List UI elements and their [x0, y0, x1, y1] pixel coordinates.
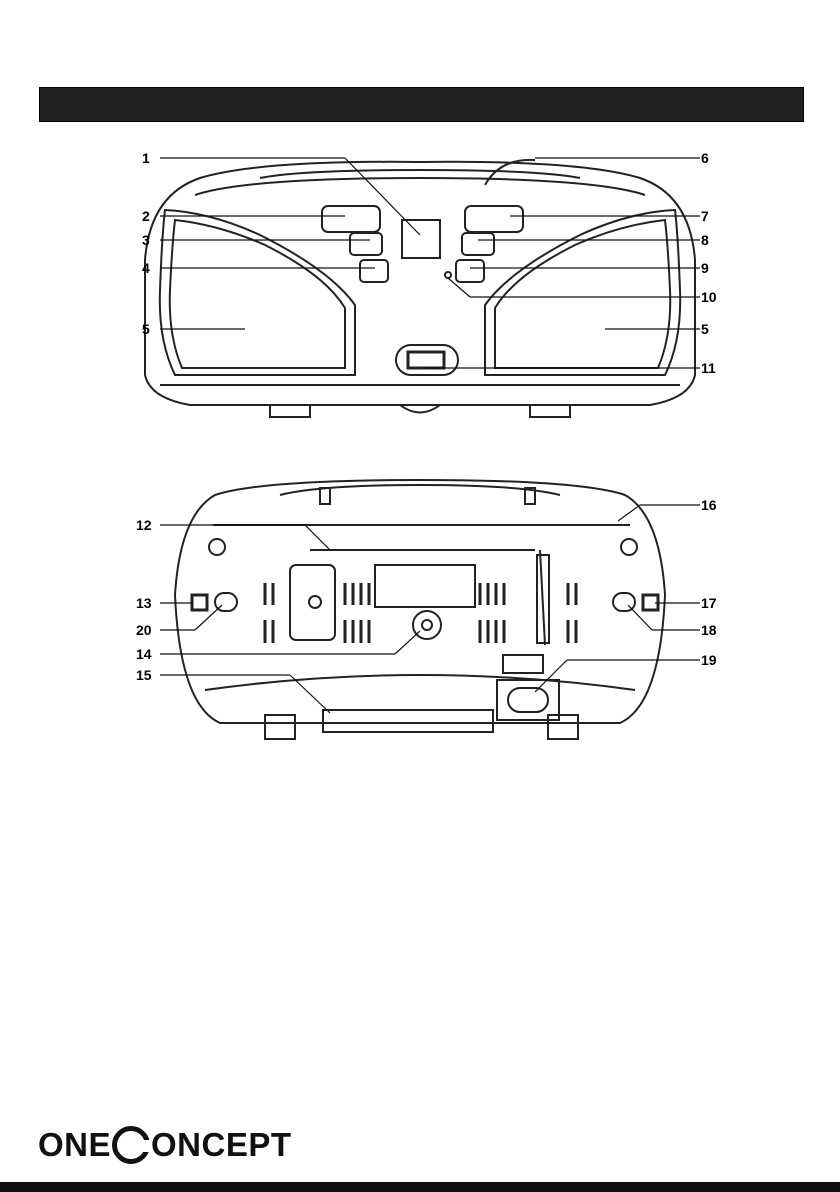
- callout-4: 4: [142, 260, 150, 276]
- callout-15: 15: [136, 667, 152, 683]
- footer-bar: [0, 1182, 840, 1192]
- callout-9: 9: [701, 260, 709, 276]
- callout-17: 17: [701, 595, 717, 611]
- callout-11: 11: [701, 360, 716, 376]
- callout-10: 10: [701, 289, 717, 305]
- callout-12: 12: [136, 517, 152, 533]
- back-view-diagram: 12 13 20 14 15 16 17 18 19: [0, 455, 840, 755]
- section-header-bar: [39, 87, 804, 122]
- logo-text-oncept: ONCEPT: [151, 1126, 292, 1164]
- callout-2: 2: [142, 208, 150, 224]
- callout-7: 7: [701, 208, 709, 224]
- callout-5-left: 5: [142, 321, 150, 337]
- front-view-diagram: 1 2 3 4 5 5 6 7 8 9 10 11: [0, 140, 840, 440]
- callout-13: 13: [136, 595, 152, 611]
- callout-8: 8: [701, 232, 709, 248]
- oneconcept-logo: ONE ONCEPT: [38, 1121, 292, 1169]
- callout-19: 19: [701, 652, 717, 668]
- logo-text-one: ONE: [38, 1126, 111, 1164]
- callout-20: 20: [136, 622, 152, 638]
- callout-18: 18: [701, 622, 717, 638]
- callout-14: 14: [136, 646, 152, 662]
- callout-5-right: 5: [701, 321, 709, 337]
- logo-c-icon: [112, 1126, 150, 1164]
- callout-1: 1: [142, 150, 150, 166]
- callout-16: 16: [701, 497, 717, 513]
- callout-6: 6: [701, 150, 709, 166]
- callout-3: 3: [142, 232, 150, 248]
